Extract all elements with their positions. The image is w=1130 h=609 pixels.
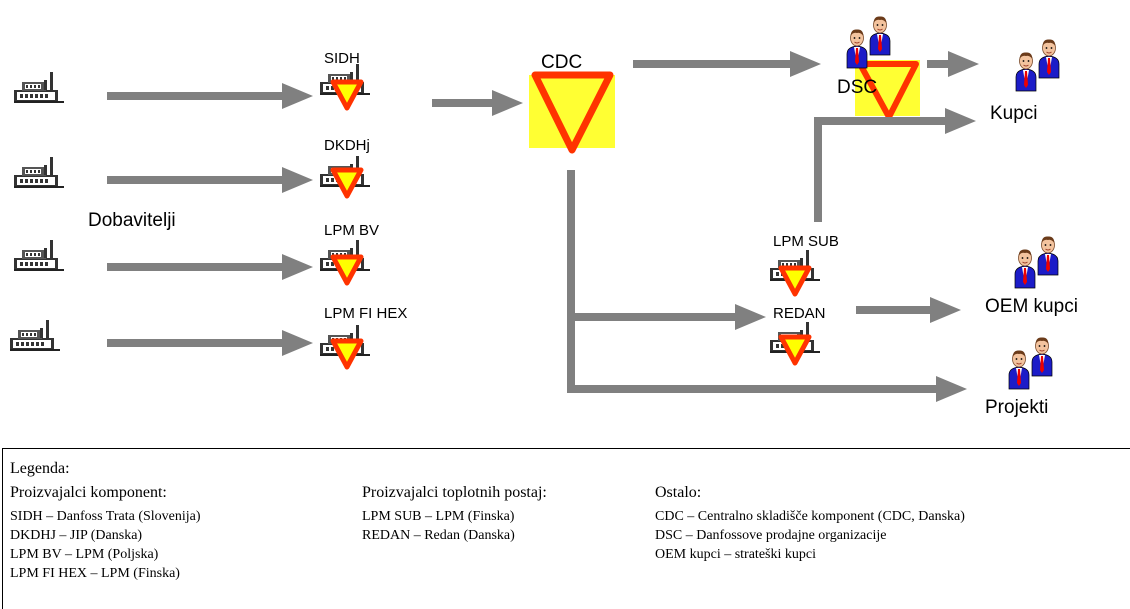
customer-icon <box>1015 51 1037 92</box>
arrow <box>567 170 967 402</box>
arrow <box>927 51 979 77</box>
arrow <box>432 90 523 116</box>
supplier-arrows <box>107 83 313 356</box>
label-redan: REDAN <box>773 305 826 322</box>
legend-item: REDAN – Redan (Danska) <box>362 528 515 543</box>
label-projekti: Projekti <box>985 397 1049 418</box>
arrow <box>814 108 976 222</box>
legend-item: OEM kupci – strateški kupci <box>655 547 816 562</box>
warning-triangle-icon <box>333 82 361 108</box>
legend-col3-heading: Ostalo: <box>655 484 702 501</box>
label-dkdhj: DKDHj <box>324 137 370 154</box>
customer-icon <box>1014 248 1036 289</box>
warning-triangle-icon <box>781 268 809 294</box>
customer-icon <box>1008 349 1030 390</box>
label-dobavitelji: Dobavitelji <box>88 210 176 231</box>
customer-icon <box>869 15 891 56</box>
warning-triangle-icon <box>857 61 919 120</box>
warning-triangle-icon <box>781 337 809 363</box>
legend-item: DSC – Danfossove prodajne organizacije <box>655 528 887 543</box>
factory-icon <box>10 320 60 351</box>
legend-item: SIDH – Danfoss Trata (Slovenija) <box>10 509 201 524</box>
warning-triangle-icon <box>333 341 361 367</box>
customer-icon <box>1037 235 1059 276</box>
legend-col2-heading: Proizvajalci toplotnih postaj: <box>362 484 547 501</box>
legend-item: LPM SUB – LPM (Finska) <box>362 509 515 524</box>
legend-item: DKDHJ – JIP (Danska) <box>10 528 143 543</box>
legend-title: Legenda: <box>10 460 70 477</box>
legend-item: LPM BV – LPM (Poljska) <box>10 547 159 562</box>
customer-icon <box>846 28 868 69</box>
label-lpm-bv: LPM BV <box>324 222 380 239</box>
legend-item: CDC – Centralno skladišče komponent (CDC… <box>655 509 965 524</box>
supply-chain-diagram <box>10 15 1060 402</box>
customer-icon <box>1038 38 1060 79</box>
label-dsc: DSC <box>837 77 878 98</box>
label-lpm-sub: LPM SUB <box>773 233 839 250</box>
factory-icon <box>14 240 64 271</box>
factory-icon <box>14 72 64 103</box>
warning-triangle-icon <box>333 170 361 196</box>
arrow <box>856 297 961 323</box>
legend-col1-heading: Proizvajalci komponent: <box>10 484 167 501</box>
customer-icon <box>1031 336 1053 377</box>
label-sidh: SIDH <box>324 50 360 67</box>
label-lpm-fi-hex: LPM FI HEX <box>324 305 408 322</box>
legend-box <box>2 448 1130 609</box>
label-cdc: CDC <box>541 52 583 73</box>
factory-icon <box>14 157 64 188</box>
warning-triangle-icon <box>531 71 614 154</box>
legend-item: LPM FI HEX – LPM (Finska) <box>10 566 180 581</box>
label-kupci: Kupci <box>990 103 1038 124</box>
label-oem-kupci: OEM kupci <box>985 296 1078 317</box>
arrow <box>633 51 821 77</box>
warning-triangle-icon <box>333 257 361 283</box>
